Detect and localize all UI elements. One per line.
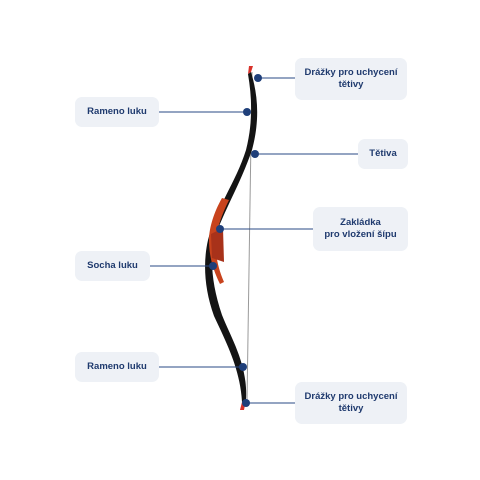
label-limb-top: Rameno luku (75, 97, 159, 127)
marker-dots (209, 74, 262, 407)
label-notch-top-line1: Drážky pro uchycení (304, 67, 398, 78)
label-notch-bottom-line2: tětivy (338, 403, 364, 414)
dot-limb-top (243, 108, 251, 116)
label-notch-bottom: Drážky pro uchycení tětivy (295, 382, 407, 424)
label-notch-top: Drážky pro uchycení tětivy (295, 58, 407, 100)
label-limb-bottom: Rameno luku (75, 352, 159, 382)
bow-tip-top (248, 66, 253, 74)
label-riser: Socha luku (75, 251, 150, 281)
label-arrow-rest-line2: pro vložení šípu (324, 229, 397, 240)
label-string-text: Tětiva (369, 148, 397, 159)
dot-notch-top (254, 74, 262, 82)
label-arrow-rest-line1: Zakládka (340, 217, 381, 228)
label-limb-top-text: Rameno luku (87, 106, 147, 117)
dot-notch-bottom (242, 399, 250, 407)
dot-arrow-rest (216, 225, 224, 233)
label-notch-bottom-line1: Drážky pro uchycení (304, 391, 398, 402)
bow-grip (211, 228, 224, 262)
bow-body (205, 72, 258, 402)
label-arrow-rest: Zakládka pro vložení šípu (313, 207, 408, 251)
dot-limb-bottom (239, 363, 247, 371)
dot-string (251, 150, 259, 158)
label-limb-bottom-text: Rameno luku (87, 361, 147, 372)
label-riser-text: Socha luku (87, 260, 138, 271)
label-string: Tětiva (358, 139, 408, 169)
dot-riser (209, 262, 217, 270)
label-notch-top-line2: tětivy (338, 79, 364, 90)
